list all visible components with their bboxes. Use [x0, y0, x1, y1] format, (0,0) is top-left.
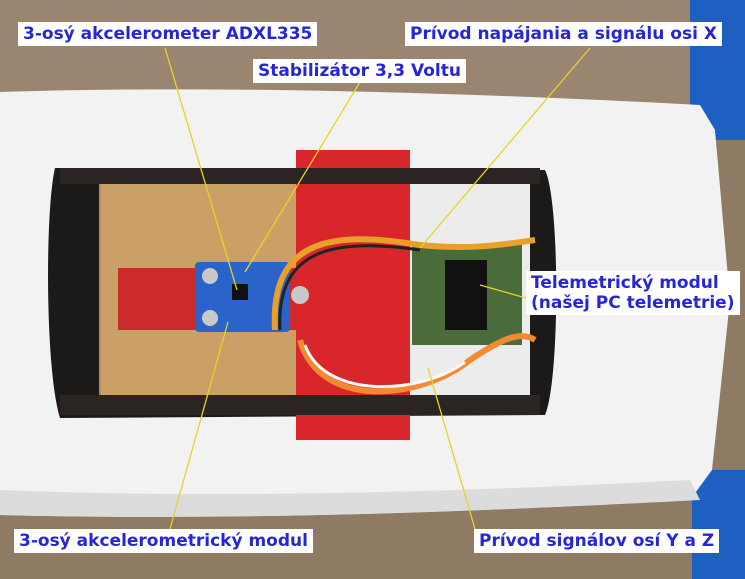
mount-screw-3: [291, 286, 309, 304]
wire-bundle-bottom: [297, 333, 537, 395]
label-accelerometer-chip-text: 3-osý akcelerometer ADXL335: [23, 24, 313, 44]
frame-bar-top: [60, 168, 540, 184]
mount-screw-1: [202, 268, 218, 284]
mount-screw-2: [202, 310, 218, 326]
label-yz-signal-lead-text: Prívod signálov osí Y a Z: [479, 531, 715, 551]
wire-bundle-top-dark: [278, 244, 421, 331]
label-telemetry-module-line2: (našej PC telemetrie): [531, 293, 735, 313]
leader-accelerometer-chip: [164, 47, 238, 291]
label-yz-signal-lead: Prívod signálov osí Y a Z: [474, 529, 720, 553]
label-voltage-regulator: Stabilizátor 3,3 Voltu: [253, 59, 466, 83]
label-voltage-regulator-text: Stabilizátor 3,3 Voltu: [258, 61, 461, 81]
label-x-power-signal-lead-text: Prívod napájania a signálu osi X: [410, 24, 717, 44]
leader-telemetry: [479, 284, 527, 299]
blue-tape-bottom: [692, 470, 745, 579]
wire-bundle-top: [271, 236, 536, 331]
leader-x-lead: [419, 47, 591, 249]
label-accelerometer-module-text: 3-osý akcelerometrický modul: [19, 531, 308, 551]
label-telemetry-module: Telemetrický modul (našej PC telemetrie): [526, 271, 740, 315]
leader-lines: [164, 47, 591, 530]
foam-shadow: [0, 480, 700, 517]
leader-yz-lead: [427, 367, 476, 530]
frame-bar-bottom: [60, 395, 540, 415]
wire-bundle-bottom-white: [303, 344, 466, 389]
label-accelerometer-module: 3-osý akcelerometrický modul: [14, 529, 313, 553]
label-telemetry-module-line1: Telemetrický modul: [531, 273, 719, 293]
leader-accelerometer-module: [169, 321, 229, 530]
telemetry-chip: [445, 260, 487, 330]
label-x-power-signal-lead: Prívod napájania a signálu osi X: [405, 22, 722, 46]
label-accelerometer-chip: 3-osý akcelerometer ADXL335: [18, 22, 318, 46]
adxl335-chip: [232, 284, 248, 300]
leader-voltage-regulator: [244, 81, 361, 273]
